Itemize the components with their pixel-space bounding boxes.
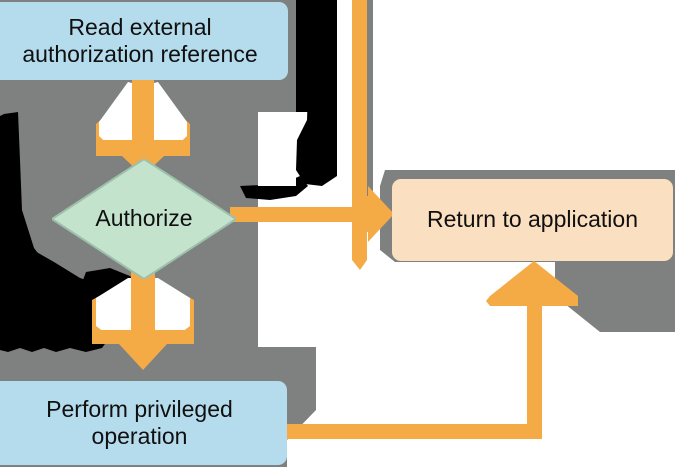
block-arrow-highlight-left-1 xyxy=(99,82,132,150)
gray-panel-return-lower xyxy=(555,262,675,332)
edge-perform-to-return xyxy=(286,261,578,439)
node-authorize[interactable]: Authorize xyxy=(52,159,236,279)
perform-bottom-line xyxy=(286,424,542,439)
white-cutout-midlow xyxy=(258,200,316,347)
node-label-read-external: Read external authorization reference xyxy=(22,13,258,67)
edge-authorize-to-perform xyxy=(92,270,194,370)
authorize-right-line xyxy=(230,207,360,222)
block-arrow-highlight-right-1 xyxy=(154,82,187,150)
perform-up-arrowhead-wing xyxy=(486,296,514,306)
white-cutout-under-top xyxy=(337,0,352,188)
perform-up-arrowhead xyxy=(490,261,578,306)
edge-top-inflow-to-return xyxy=(352,0,394,270)
top-inflow-arrowhead xyxy=(352,186,394,242)
node-label-return-to-application: Return to application xyxy=(427,206,638,233)
diamond-polygon xyxy=(52,159,236,279)
node-label-authorize: Authorize xyxy=(95,205,193,232)
node-return-to-application[interactable]: Return to application xyxy=(392,179,673,261)
gray-rail-top xyxy=(367,0,373,224)
perform-up-shaft xyxy=(527,292,542,439)
authorize-diamond-shape xyxy=(52,159,236,279)
block-arrow-head-1 xyxy=(96,140,190,176)
edge-read-to-authorize xyxy=(96,80,190,176)
edge-authorize-to-return xyxy=(230,207,360,222)
block-arrow-head-2 xyxy=(92,330,194,370)
node-read-external-authorization-reference[interactable]: Read external authorization reference xyxy=(0,2,288,80)
block-arrow-highlight-left-2 xyxy=(96,278,131,338)
occlusion-blob-top-stub xyxy=(296,0,320,112)
block-arrow-shaft-1 xyxy=(132,80,154,154)
node-label-perform-privileged-operation: Perform privileged operation xyxy=(46,395,233,449)
white-cutout-mid xyxy=(258,112,296,186)
node-perform-privileged-operation[interactable]: Perform privileged operation xyxy=(0,381,287,465)
perform-up-arrowhead-wing-right xyxy=(554,296,578,306)
block-arrow-highlight-right-2 xyxy=(155,278,190,338)
top-vertical-line xyxy=(352,0,367,214)
